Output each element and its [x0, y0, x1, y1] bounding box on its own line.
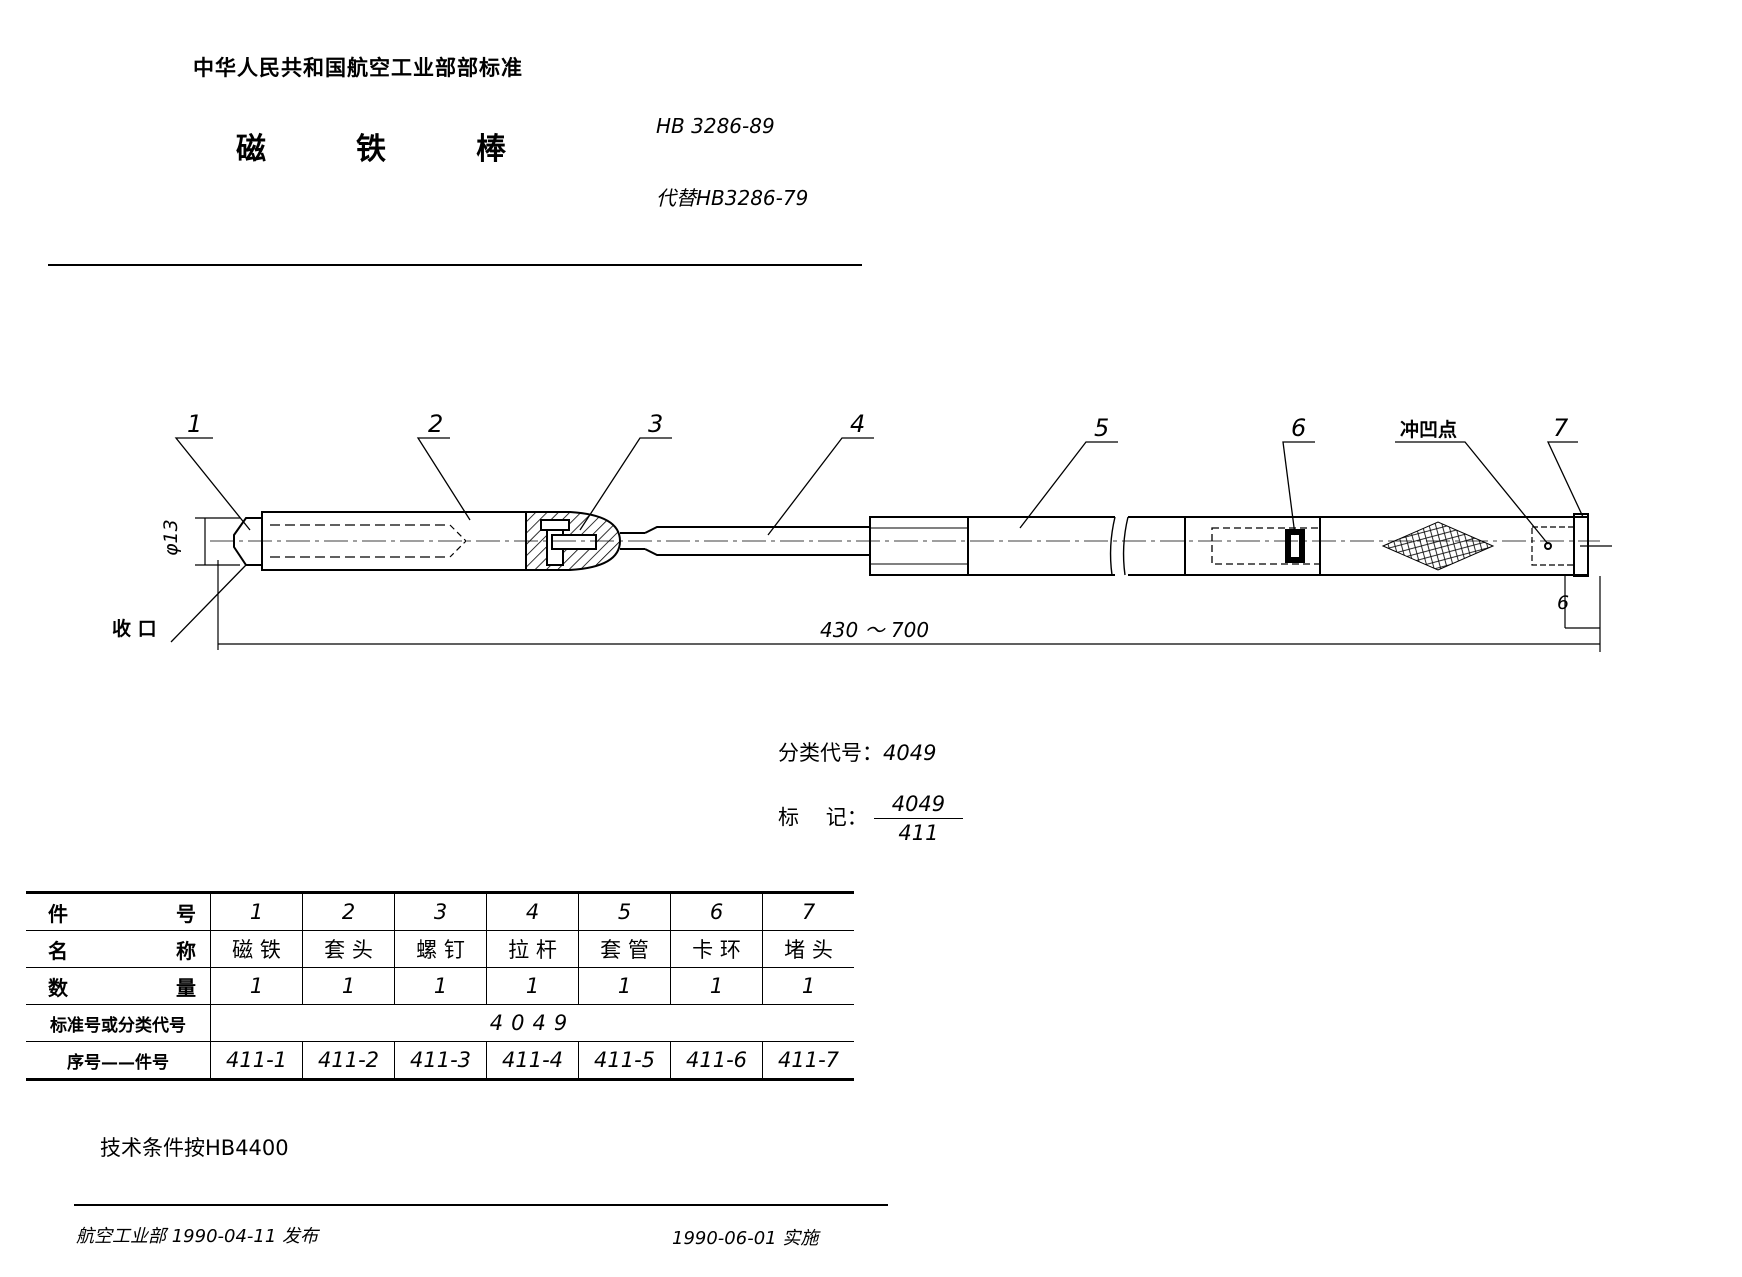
part-number-cell: 5: [578, 891, 671, 931]
collar-note: 收 口: [112, 617, 157, 640]
implementation-date: 1990-06-01 实施: [672, 1228, 819, 1249]
punch-note: 冲凹点: [1400, 418, 1457, 441]
marking-denominator: 411: [898, 821, 939, 845]
balloon-label: 5: [1094, 414, 1109, 442]
pull-rod-part: [620, 526, 870, 556]
balloon-label: 4: [850, 410, 865, 438]
part-name-cell: 拉 杆: [486, 930, 579, 968]
part-name-cell: 套 管: [578, 930, 671, 968]
footer-rule: [74, 1204, 888, 1206]
balloon-label: 1: [187, 410, 202, 438]
serial-cell: 411-7: [762, 1041, 854, 1081]
serial-cell: 411-2: [302, 1041, 395, 1081]
table-row-name: 名 称 磁 铁 套 头 螺 钉 拉 杆 套 管 卡 环 堵 头: [26, 930, 854, 968]
standard-number: HB 3286-89: [656, 114, 775, 138]
serial-cell: 411-5: [578, 1041, 671, 1081]
quantity-cell: 1: [486, 967, 579, 1005]
part-name-cell: 套 头: [302, 930, 395, 968]
replaces-standard: 代替HB3286-79: [656, 186, 809, 210]
standard-code-cell: 4049: [210, 1004, 854, 1042]
title-char: 铁: [356, 132, 386, 167]
serial-cell: 411-6: [670, 1041, 763, 1081]
part-number-cell: 2: [302, 891, 395, 931]
classification-code: 分类代号：4049: [778, 737, 936, 767]
marking-label: 标 记：: [778, 805, 868, 830]
issuing-organization: 中华人民共和国航空工业部部标准: [193, 56, 523, 80]
technical-condition: 技术条件按HB4400: [100, 1136, 289, 1160]
end-plug-part: [1531, 513, 1589, 577]
row-header: 数 量: [26, 967, 211, 1005]
quantity-cell: 1: [302, 967, 395, 1005]
balloon-label: 6: [1291, 414, 1306, 442]
balloon-label: 3: [648, 410, 663, 438]
serial-cell: 411-1: [210, 1041, 303, 1081]
classification-value: 4049: [883, 741, 937, 765]
part-name-cell: 磁 铁: [210, 930, 303, 968]
balloon-label: 7: [1553, 414, 1569, 442]
part-number-cell: 3: [394, 891, 487, 931]
table-row-serial: 序号——件号 411-1 411-2 411-3 411-4 411-5 411…: [26, 1041, 854, 1081]
quantity-cell: 1: [578, 967, 671, 1005]
table-row-quantity: 数 量 1 1 1 1 1 1 1: [26, 967, 854, 1005]
header-rule: [48, 264, 862, 266]
balloon-label: 2: [428, 410, 443, 438]
quantity-cell: 1: [762, 967, 854, 1005]
row-header: 名 称: [26, 930, 211, 968]
issue-date: 航空工业部 1990-04-11 发布: [76, 1226, 319, 1247]
part-name-cell: 卡 环: [670, 930, 763, 968]
table-row-standard-code: 标准号或分类代号 4049: [26, 1004, 854, 1042]
serial-cell: 411-3: [394, 1041, 487, 1081]
parts-table: 件 号 1 2 3 4 5 6 7 名 称 磁 铁 套 头 螺 钉 拉 杆 套 …: [26, 891, 854, 1081]
part-number-cell: 1: [210, 891, 303, 931]
quantity-cell: 1: [670, 967, 763, 1005]
part-number-cell: 4: [486, 891, 579, 931]
table-row-part-number: 件 号 1 2 3 4 5 6 7: [26, 891, 854, 931]
part-name-cell: 螺 钉: [394, 930, 487, 968]
part-number-cell: 6: [670, 891, 763, 931]
end-dimension: 6: [1557, 592, 1569, 614]
clamp-ring-part: [1211, 517, 1321, 575]
document-title: 磁铁棒: [236, 124, 596, 168]
title-char: 棒: [476, 132, 506, 167]
part-number-cell: 7: [762, 891, 854, 931]
diameter-dimension: φ13: [160, 519, 182, 556]
tube-part: [869, 516, 1588, 576]
part-name-cell: 堵 头: [762, 930, 854, 968]
length-dimension: 430 ～ 700: [820, 618, 929, 642]
quantity-cell: 1: [394, 967, 487, 1005]
row-header: 件 号: [26, 891, 211, 931]
classification-label: 分类代号：: [778, 741, 883, 765]
serial-cell: 411-4: [486, 1041, 579, 1081]
screw-part: [540, 519, 597, 566]
magnet-bar-drawing: 1 2 3 4 5 6 7 冲凹点 φ13 收 口 430 ～ 700 6: [112, 410, 1612, 652]
quantity-cell: 1: [210, 967, 303, 1005]
title-char: 磁: [236, 132, 266, 167]
marking-numerator: 4049: [873, 792, 964, 819]
row-header: 序号——件号: [26, 1041, 211, 1081]
row-header: 标准号或分类代号: [26, 1004, 211, 1042]
